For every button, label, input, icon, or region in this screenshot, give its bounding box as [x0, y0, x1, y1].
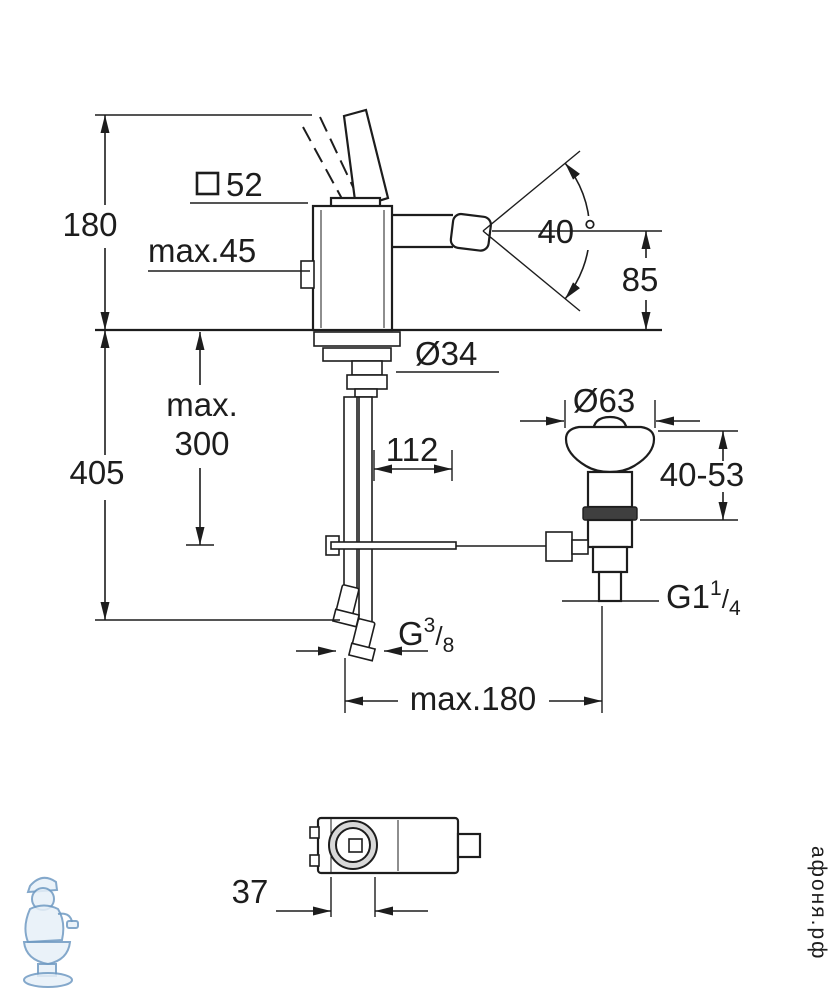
dimension-label-g1-1-4: G11/4	[666, 577, 741, 620]
dimension-405: 405	[69, 330, 340, 621]
spout-stub	[456, 832, 482, 859]
toilet-foot	[23, 972, 73, 988]
drain-lower-body	[591, 545, 629, 574]
dimension-label-max300-line1: max.	[166, 386, 238, 423]
dimension-max300: max. 300	[166, 332, 238, 546]
supply-hose	[343, 396, 358, 591]
drain-mid-body	[586, 518, 634, 549]
dimension-85: 85	[492, 230, 662, 330]
dimension-40-53: 40-53	[640, 430, 744, 521]
mounting-plate	[322, 347, 392, 362]
dimension-180: 180	[62, 114, 312, 330]
plumber-mascot-watermark	[22, 876, 79, 988]
shank-end	[354, 388, 378, 398]
threaded-shank	[351, 360, 383, 376]
dimension-g1-1-4: G11/4	[562, 577, 741, 620]
dimension-37: 37	[232, 873, 428, 917]
dimension-label-dia63: Ø63	[573, 382, 635, 419]
dimension-dia63: Ø63	[520, 382, 700, 428]
dimension-112: 112	[373, 431, 453, 481]
lever-handle	[342, 108, 390, 210]
mascot-body	[24, 904, 65, 944]
mixer-side-view	[95, 108, 662, 662]
dimension-g3-8: G3/8	[296, 614, 454, 657]
dimension-label-max300-line2: 300	[174, 425, 229, 462]
dimension-dia34: Ø34	[396, 335, 499, 373]
watermark-site-text: афоня.рф	[807, 846, 830, 960]
drain-body	[586, 470, 634, 509]
drain-assembly	[545, 415, 656, 603]
dimension-label-112: 112	[386, 431, 439, 468]
pop-up-rod-assembly	[325, 535, 546, 556]
dimension-label-max180: max.180	[410, 680, 537, 717]
dimension-label-g3-8: G3/8	[398, 614, 454, 657]
dimension-max45: max.45	[148, 232, 310, 272]
drain-flange	[564, 425, 656, 474]
hose-nut	[331, 608, 361, 628]
mounting-flange	[313, 331, 401, 347]
pop-up-rod	[330, 541, 457, 550]
bottom-view-tab	[309, 854, 320, 867]
drain-tailpipe	[597, 570, 623, 603]
toilet-bowl	[22, 941, 72, 966]
aerator-nozzle	[449, 212, 492, 252]
hose-nut	[347, 642, 377, 662]
spout	[392, 212, 492, 252]
lever-boss-detail	[348, 838, 363, 853]
mounting-nut	[346, 374, 388, 390]
bottom-view-tab	[309, 826, 320, 839]
dimension-label-180: 180	[62, 206, 117, 243]
knob-stem	[571, 539, 589, 555]
dimension-square52: 52	[190, 166, 308, 204]
mixer-body	[311, 204, 394, 332]
pop-up-actuator-knob	[300, 260, 315, 289]
mascot-cap	[26, 876, 59, 894]
supply-hoses	[331, 396, 377, 662]
dimension-label-405: 405	[69, 454, 124, 491]
square-symbol-icon	[195, 171, 220, 196]
under-deck-mounting	[313, 331, 401, 398]
dimension-max180: max.180	[344, 606, 603, 717]
dimension-label-40-53: 40-53	[660, 456, 744, 493]
supply-hose	[358, 396, 373, 629]
dimension-label-85: 85	[622, 261, 659, 298]
mascot-plunger	[66, 920, 79, 929]
dimension-label-dia34: Ø34	[415, 335, 477, 372]
o-ring	[582, 506, 638, 521]
dimension-label-max45: max.45	[148, 232, 256, 269]
drain-knurled-knob	[545, 531, 573, 562]
bottom-view	[309, 816, 482, 875]
dimension-label-37: 37	[232, 873, 269, 910]
dimension-label-52: 52	[226, 166, 263, 203]
